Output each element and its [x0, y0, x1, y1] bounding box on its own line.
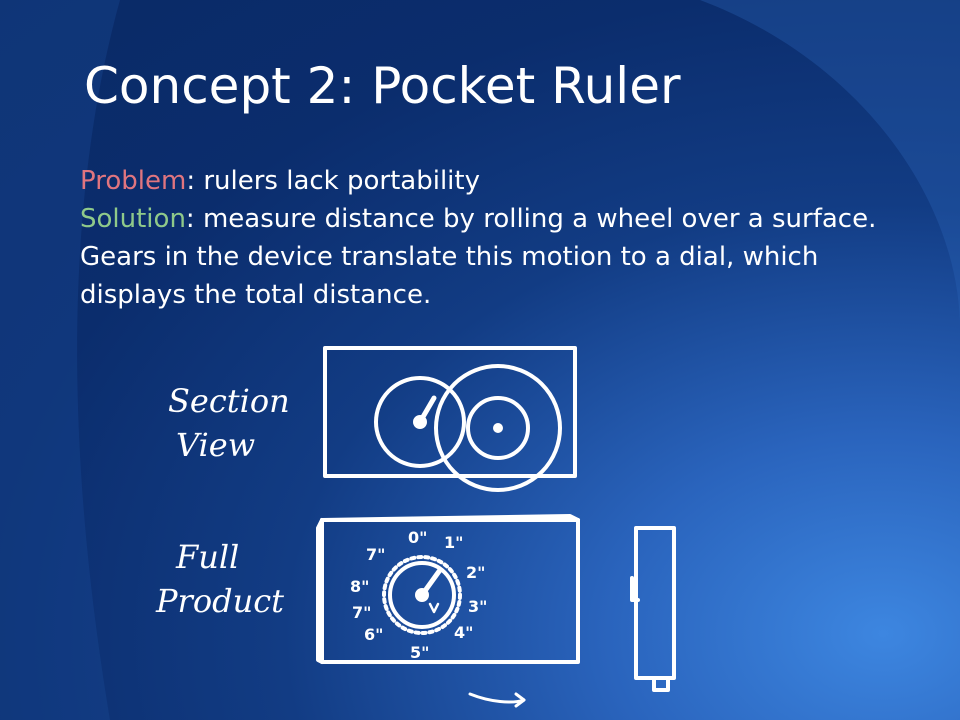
problem-text: : rulers lack portability [186, 166, 480, 196]
dial-marks: 0" 1" 2" 3" 4" 5" 6" 7" 8" 7" [350, 528, 487, 662]
dial-mark-8: 8" [350, 577, 369, 596]
dial-mark-6: 6" [364, 625, 383, 644]
dial-mark-9: 7" [352, 603, 371, 622]
solution-text: : measure distance by rolling a wheel ov… [80, 204, 877, 310]
slide-title: Concept 2: Pocket Ruler [84, 57, 681, 115]
dial-mark-7: 7" [366, 545, 385, 564]
section-label-line2: View [176, 426, 255, 464]
product-label-line2: Product [155, 582, 284, 620]
full-product-drawing [316, 514, 676, 708]
dial-mark-2: 2" [466, 563, 485, 582]
section-view-drawing [323, 346, 577, 492]
dial-mark-5: 5" [410, 643, 429, 662]
dial-mark-3: 3" [468, 597, 487, 616]
dial-mark-4: 4" [454, 623, 473, 642]
dial-mark-1: 1" [444, 533, 463, 552]
section-label-line1: Section [168, 382, 290, 420]
solution-paragraph: Solution: measure distance by rolling a … [80, 200, 900, 314]
dial-mark-0: 0" [408, 528, 427, 547]
slide-body: Problem: rulers lack portability Solutio… [80, 162, 900, 314]
problem-paragraph: Problem: rulers lack portability [80, 162, 900, 200]
solution-label: Solution [80, 204, 186, 234]
product-label-line1: Full [175, 538, 239, 576]
problem-label: Problem [80, 166, 187, 196]
